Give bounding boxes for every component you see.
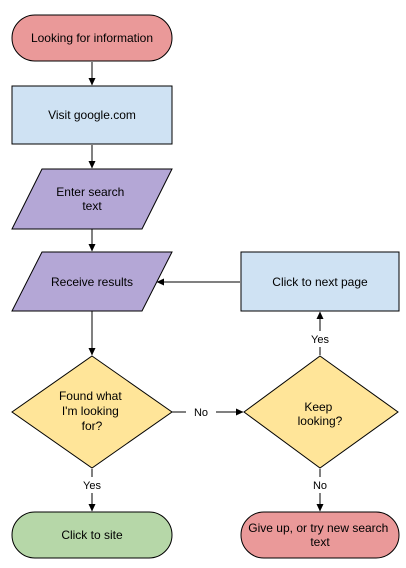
edge-label-found-no: No: [194, 407, 208, 419]
next-page-process: [240, 251, 400, 312]
give-up-terminal: [240, 511, 400, 559]
start-terminal-label: Looking for information: [31, 31, 153, 45]
edge-label-bg: [77, 477, 107, 493]
keep-looking-decision: [243, 355, 399, 469]
edge-label-bg: [305, 331, 335, 347]
give-up-terminal-label: Give up, or try new search text: [248, 521, 391, 549]
click-site-terminal-label: Click to site: [61, 528, 123, 542]
edge-label-found-yes: Yes: [83, 480, 101, 492]
visit-process-label: Visit google.com: [48, 108, 136, 122]
start-terminal: [11, 14, 173, 62]
receive-results-io-label: Receive results: [51, 275, 133, 289]
enter-search-io-label: Enter search text: [56, 185, 127, 213]
enter-search-io: [11, 168, 173, 230]
found-decision: [11, 355, 173, 469]
edge-label-bg: [186, 403, 216, 421]
edge-label-keep-no: No: [313, 480, 327, 492]
found-decision-label: Found what I'm looking for?: [59, 389, 125, 433]
edge-label-keep-yes: Yes: [311, 334, 329, 346]
keep-looking-decision-label: Keep looking?: [298, 400, 343, 428]
next-page-process-label: Click to next page: [272, 275, 368, 289]
visit-process: [11, 85, 173, 145]
receive-results-io: [11, 251, 173, 312]
click-site-terminal: [11, 511, 173, 559]
edge-label-bg: [308, 477, 332, 493]
